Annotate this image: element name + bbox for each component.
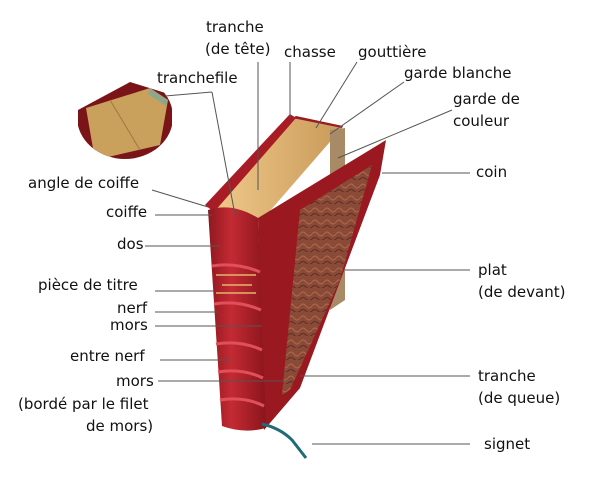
label-garde-couleur-sub: couleur bbox=[453, 112, 510, 130]
label-mors: mors bbox=[110, 316, 148, 334]
label-gouttiere: gouttière bbox=[358, 43, 427, 61]
label-dos: dos bbox=[117, 235, 144, 253]
label-tranche-queue: tranche bbox=[478, 367, 536, 385]
label-signet: signet bbox=[484, 435, 531, 453]
label-coiffe: coiffe bbox=[106, 203, 148, 221]
label-entre-nerf: entre nerf bbox=[70, 347, 145, 365]
label-coin: coin bbox=[476, 163, 508, 181]
label-tranche-tete: tranche bbox=[206, 18, 264, 36]
label-garde-couleur: garde de bbox=[453, 90, 520, 108]
label-tranche-queue-sub: (de queue) bbox=[478, 389, 561, 407]
label-mors-note: (bordé par le filet bbox=[18, 395, 149, 413]
leader-lines bbox=[145, 61, 470, 445]
marbled-board bbox=[282, 165, 372, 395]
label-tranche-tete-sub: (de tête) bbox=[205, 40, 271, 58]
label-mors-note-2: de mors) bbox=[86, 417, 154, 435]
label-mors-bottom: mors bbox=[116, 372, 154, 390]
label-tranchefile: tranchefile bbox=[157, 69, 238, 87]
label-plat-sub: (de devant) bbox=[478, 283, 566, 301]
page-block bbox=[212, 118, 342, 220]
label-nerf: nerf bbox=[117, 299, 148, 317]
label-garde-blanche: garde blanche bbox=[404, 64, 512, 82]
spine bbox=[208, 207, 266, 431]
label-piece-titre: pièce de titre bbox=[38, 276, 138, 294]
label-chasse: chasse bbox=[284, 43, 336, 61]
label-angle-coiffe: angle de coiffe bbox=[28, 174, 140, 192]
signet-ribbon bbox=[261, 422, 308, 459]
label-plat: plat bbox=[478, 261, 507, 279]
tranchefile-inset bbox=[77, 75, 173, 159]
